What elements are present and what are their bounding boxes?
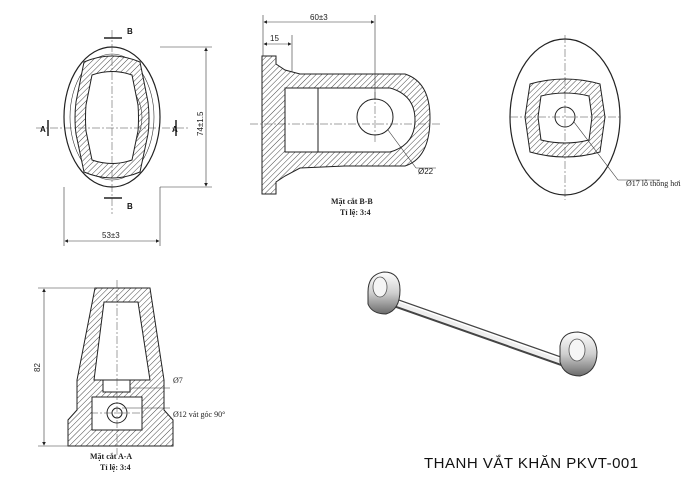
- top-view-height-dim: 74±1.5: [196, 111, 205, 136]
- section-aa-scale: Tỉ lệ: 3:4: [100, 463, 131, 472]
- section-bb-view: 60±3 15 Ø22 Mặt cắt B-B Tỉ lệ: 3:4: [250, 13, 440, 217]
- section-aa-height-dim: 82: [33, 363, 42, 372]
- section-b-top-label: B: [127, 27, 133, 36]
- section-bb-hole-label: Ø22: [418, 167, 434, 176]
- product-render: [367, 271, 598, 377]
- section-b-bottom-label: B: [127, 202, 133, 211]
- top-view: B B A A 74±1.5 53±3: [36, 27, 212, 246]
- section-bb-overall-dim: 60±3: [310, 13, 328, 22]
- section-aa-view: 82 Ø7 Ø12 vát góc 90° Mặt cắt A-A Tỉ lệ:…: [33, 280, 225, 472]
- section-a-right-label: A: [172, 125, 178, 134]
- drawing-title: THANH VẮT KHĂN PKVT-001: [424, 454, 639, 472]
- section-bb-caption: Mặt cắt B-B: [331, 197, 373, 206]
- end-view-hole-label: Ø17 lỗ thông hơi: [626, 179, 681, 188]
- top-view-width-dim: 53±3: [102, 231, 120, 240]
- section-aa-caption: Mặt cắt A-A: [90, 452, 132, 461]
- end-view: Ø17 lỗ thông hơi: [509, 35, 681, 200]
- section-aa-chamfer-hole: Ø12 vát góc 90°: [173, 410, 225, 419]
- section-bb-flange-dim: 15: [270, 34, 279, 43]
- section-aa-small-hole: Ø7: [173, 376, 183, 385]
- section-a-left-label: A: [40, 125, 46, 134]
- section-bb-scale: Tỉ lệ: 3:4: [340, 208, 371, 217]
